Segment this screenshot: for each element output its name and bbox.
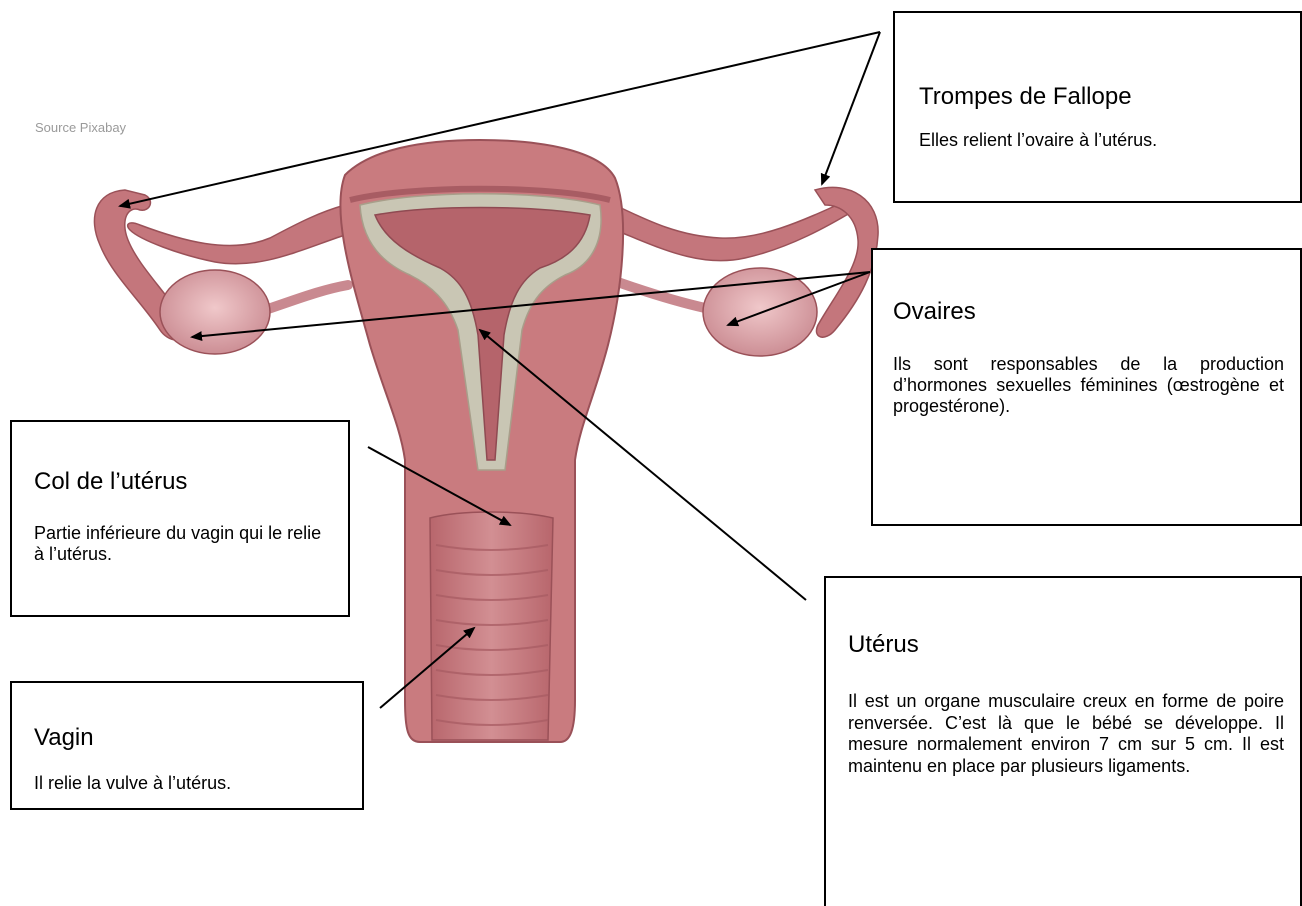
label-title-vagin: Vagin (34, 724, 348, 752)
label-title-ovaires: Ovaires (893, 298, 1284, 326)
label-title-col: Col de l’utérus (34, 468, 334, 496)
label-box-ovaires: Ovaires Ils sont responsables de la prod… (871, 248, 1302, 526)
label-box-uterus: Utérus Il est un organe musculaire creux… (824, 576, 1302, 906)
label-box-vagin: Vagin Il relie la vulve à l’utérus. (10, 681, 364, 810)
left-ovary (160, 270, 270, 354)
label-desc-uterus: Il est un organe musculaire creux en for… (848, 691, 1284, 777)
label-title-uterus: Utérus (848, 631, 1284, 659)
label-desc-ovaires: Ils sont responsables de la production d… (893, 354, 1284, 417)
arrow-trompes-right (822, 32, 880, 184)
label-desc-col: Partie inférieure du vagin qui le relie … (34, 523, 334, 565)
source-credit: Source Pixabay (35, 120, 126, 135)
label-title-trompes: Trompes de Fallope (919, 83, 1278, 111)
label-desc-trompes: Elles relient l’ovaire à l’utérus. (919, 130, 1278, 151)
left-fallopian-tube (128, 205, 345, 264)
right-ovarian-ligament (612, 280, 705, 308)
label-desc-vagin: Il relie la vulve à l’utérus. (34, 773, 348, 794)
label-box-trompes: Trompes de Fallope Elles relient l’ovair… (893, 11, 1302, 203)
left-ovarian-ligament (265, 285, 348, 310)
label-box-col: Col de l’utérus Partie inférieure du vag… (10, 420, 350, 617)
right-fallopian-tube (615, 200, 859, 261)
